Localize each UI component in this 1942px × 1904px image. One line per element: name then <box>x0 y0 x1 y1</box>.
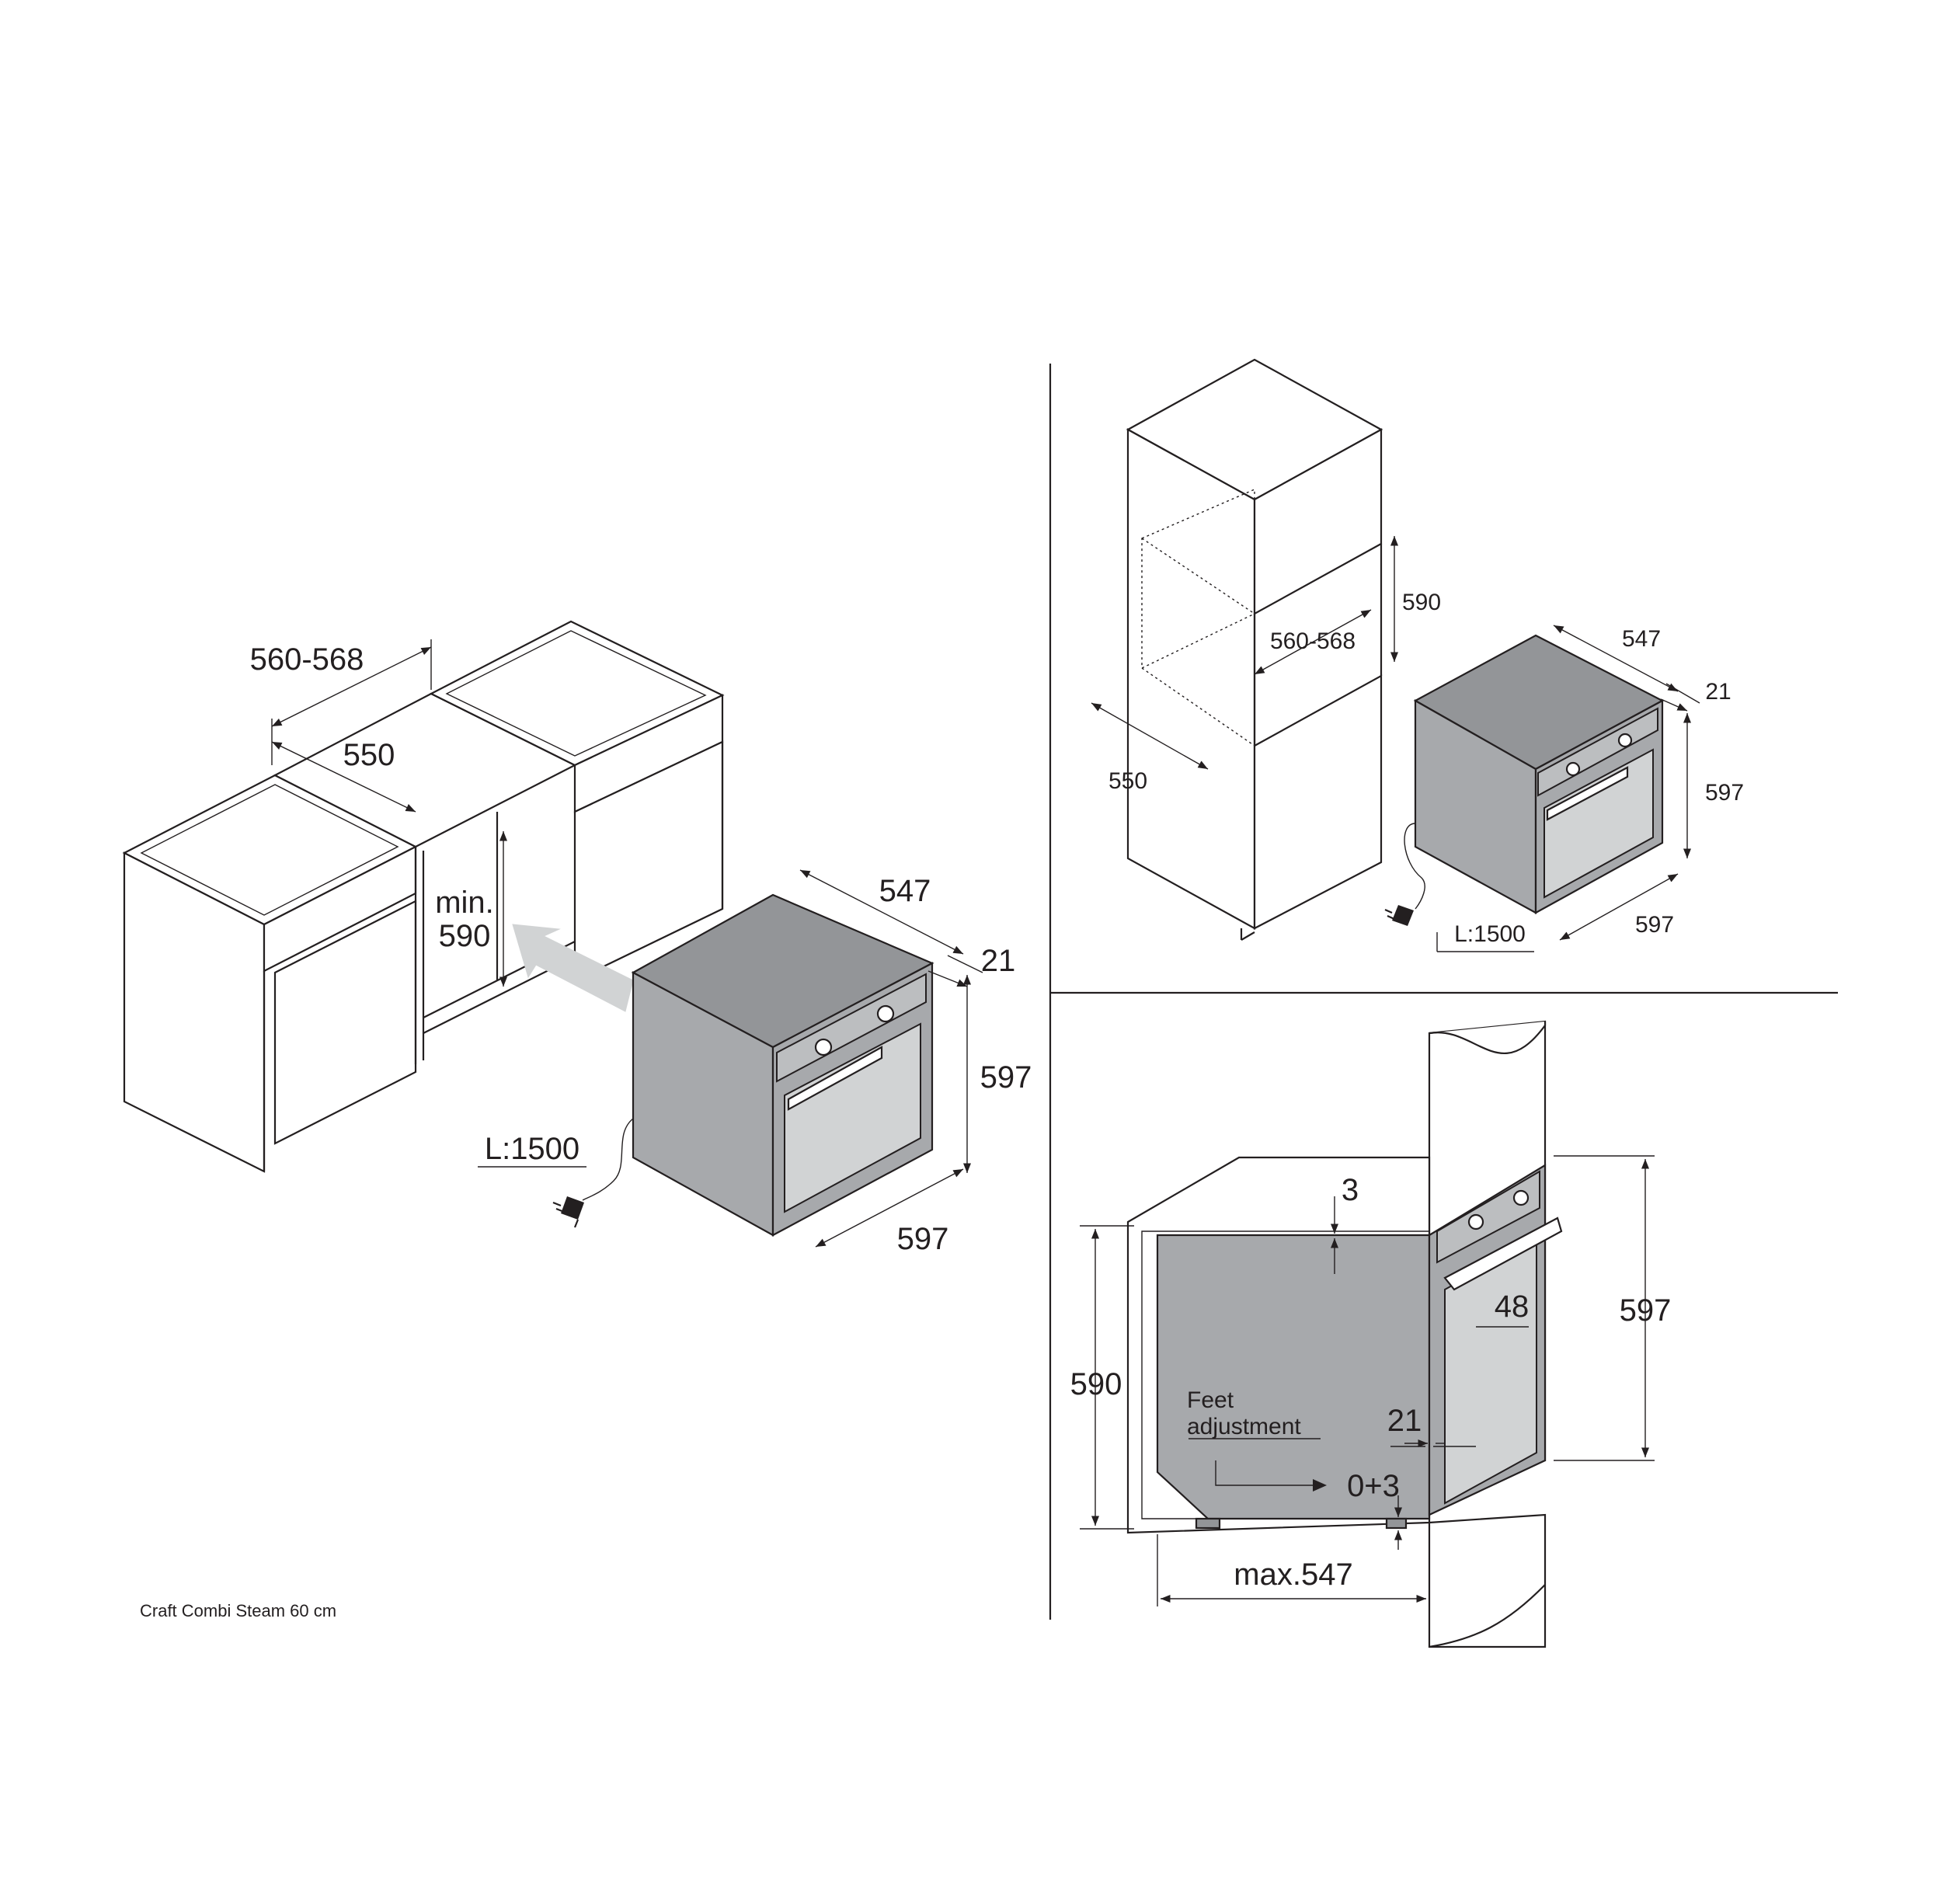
plug-icon-small <box>1384 905 1414 926</box>
tall-niche-depth-label: 550 <box>1108 768 1147 794</box>
tall-oven-height-label: 597 <box>1705 780 1744 806</box>
tall-niche-height-label: 590 <box>1402 590 1441 615</box>
tall-oven-width-label: 597 <box>1635 912 1674 938</box>
niche-depth-label: 550 <box>343 738 395 772</box>
top-gap-label: 3 <box>1342 1173 1359 1207</box>
front-height-label: 597 <box>1620 1293 1672 1328</box>
niche-height-label-line1: min. <box>435 886 494 920</box>
side-section-view: 3 48 597 590 Feet adjustment 21 0+3 max.… <box>1070 1020 1672 1648</box>
oven-width-label: 597 <box>897 1222 949 1256</box>
tall-niche-width-label: 560-568 <box>1270 628 1356 654</box>
oven-height-label: 597 <box>980 1060 1032 1095</box>
oven-illustration-small <box>1413 634 1665 914</box>
tall-oven-depth-label: 547 <box>1622 626 1661 652</box>
cable-length-label: L:1500 <box>485 1132 579 1166</box>
tall-cabinet-view: 590 560-568 550 547 21 597 597 L:1500 <box>1091 358 1744 952</box>
feet-label-line2: adjustment <box>1187 1414 1301 1439</box>
plug-icon <box>552 1196 584 1228</box>
right-cabinet <box>429 620 725 982</box>
section-niche-height-label: 590 <box>1070 1367 1122 1401</box>
left-cabinet <box>122 774 418 1173</box>
oven-illustration <box>631 893 934 1237</box>
feet-label-line1: Feet <box>1187 1387 1234 1413</box>
niche-height-label-line2: 590 <box>439 919 491 953</box>
tall-front-thickness-label: 21 <box>1705 679 1731 705</box>
tall-cable-length-label: L:1500 <box>1454 921 1526 947</box>
niche-width-label: 560-568 <box>250 642 364 677</box>
feet-range-label: 0+3 <box>1347 1469 1400 1503</box>
max-depth-label: max.547 <box>1234 1558 1352 1592</box>
section-front-thickness-label: 21 <box>1387 1404 1422 1438</box>
base-cabinet-view: 560-568 550 min. 590 547 21 597 597 L:15… <box>122 620 1032 1256</box>
product-caption: Craft Combi Steam 60 cm <box>140 1601 336 1620</box>
front-thickness-label: 21 <box>981 944 1016 978</box>
panel-dividers <box>1049 364 1838 1620</box>
handle-depth-label: 48 <box>1495 1290 1530 1324</box>
insertion-arrow <box>512 924 634 1012</box>
oven-depth-label: 547 <box>879 874 931 908</box>
